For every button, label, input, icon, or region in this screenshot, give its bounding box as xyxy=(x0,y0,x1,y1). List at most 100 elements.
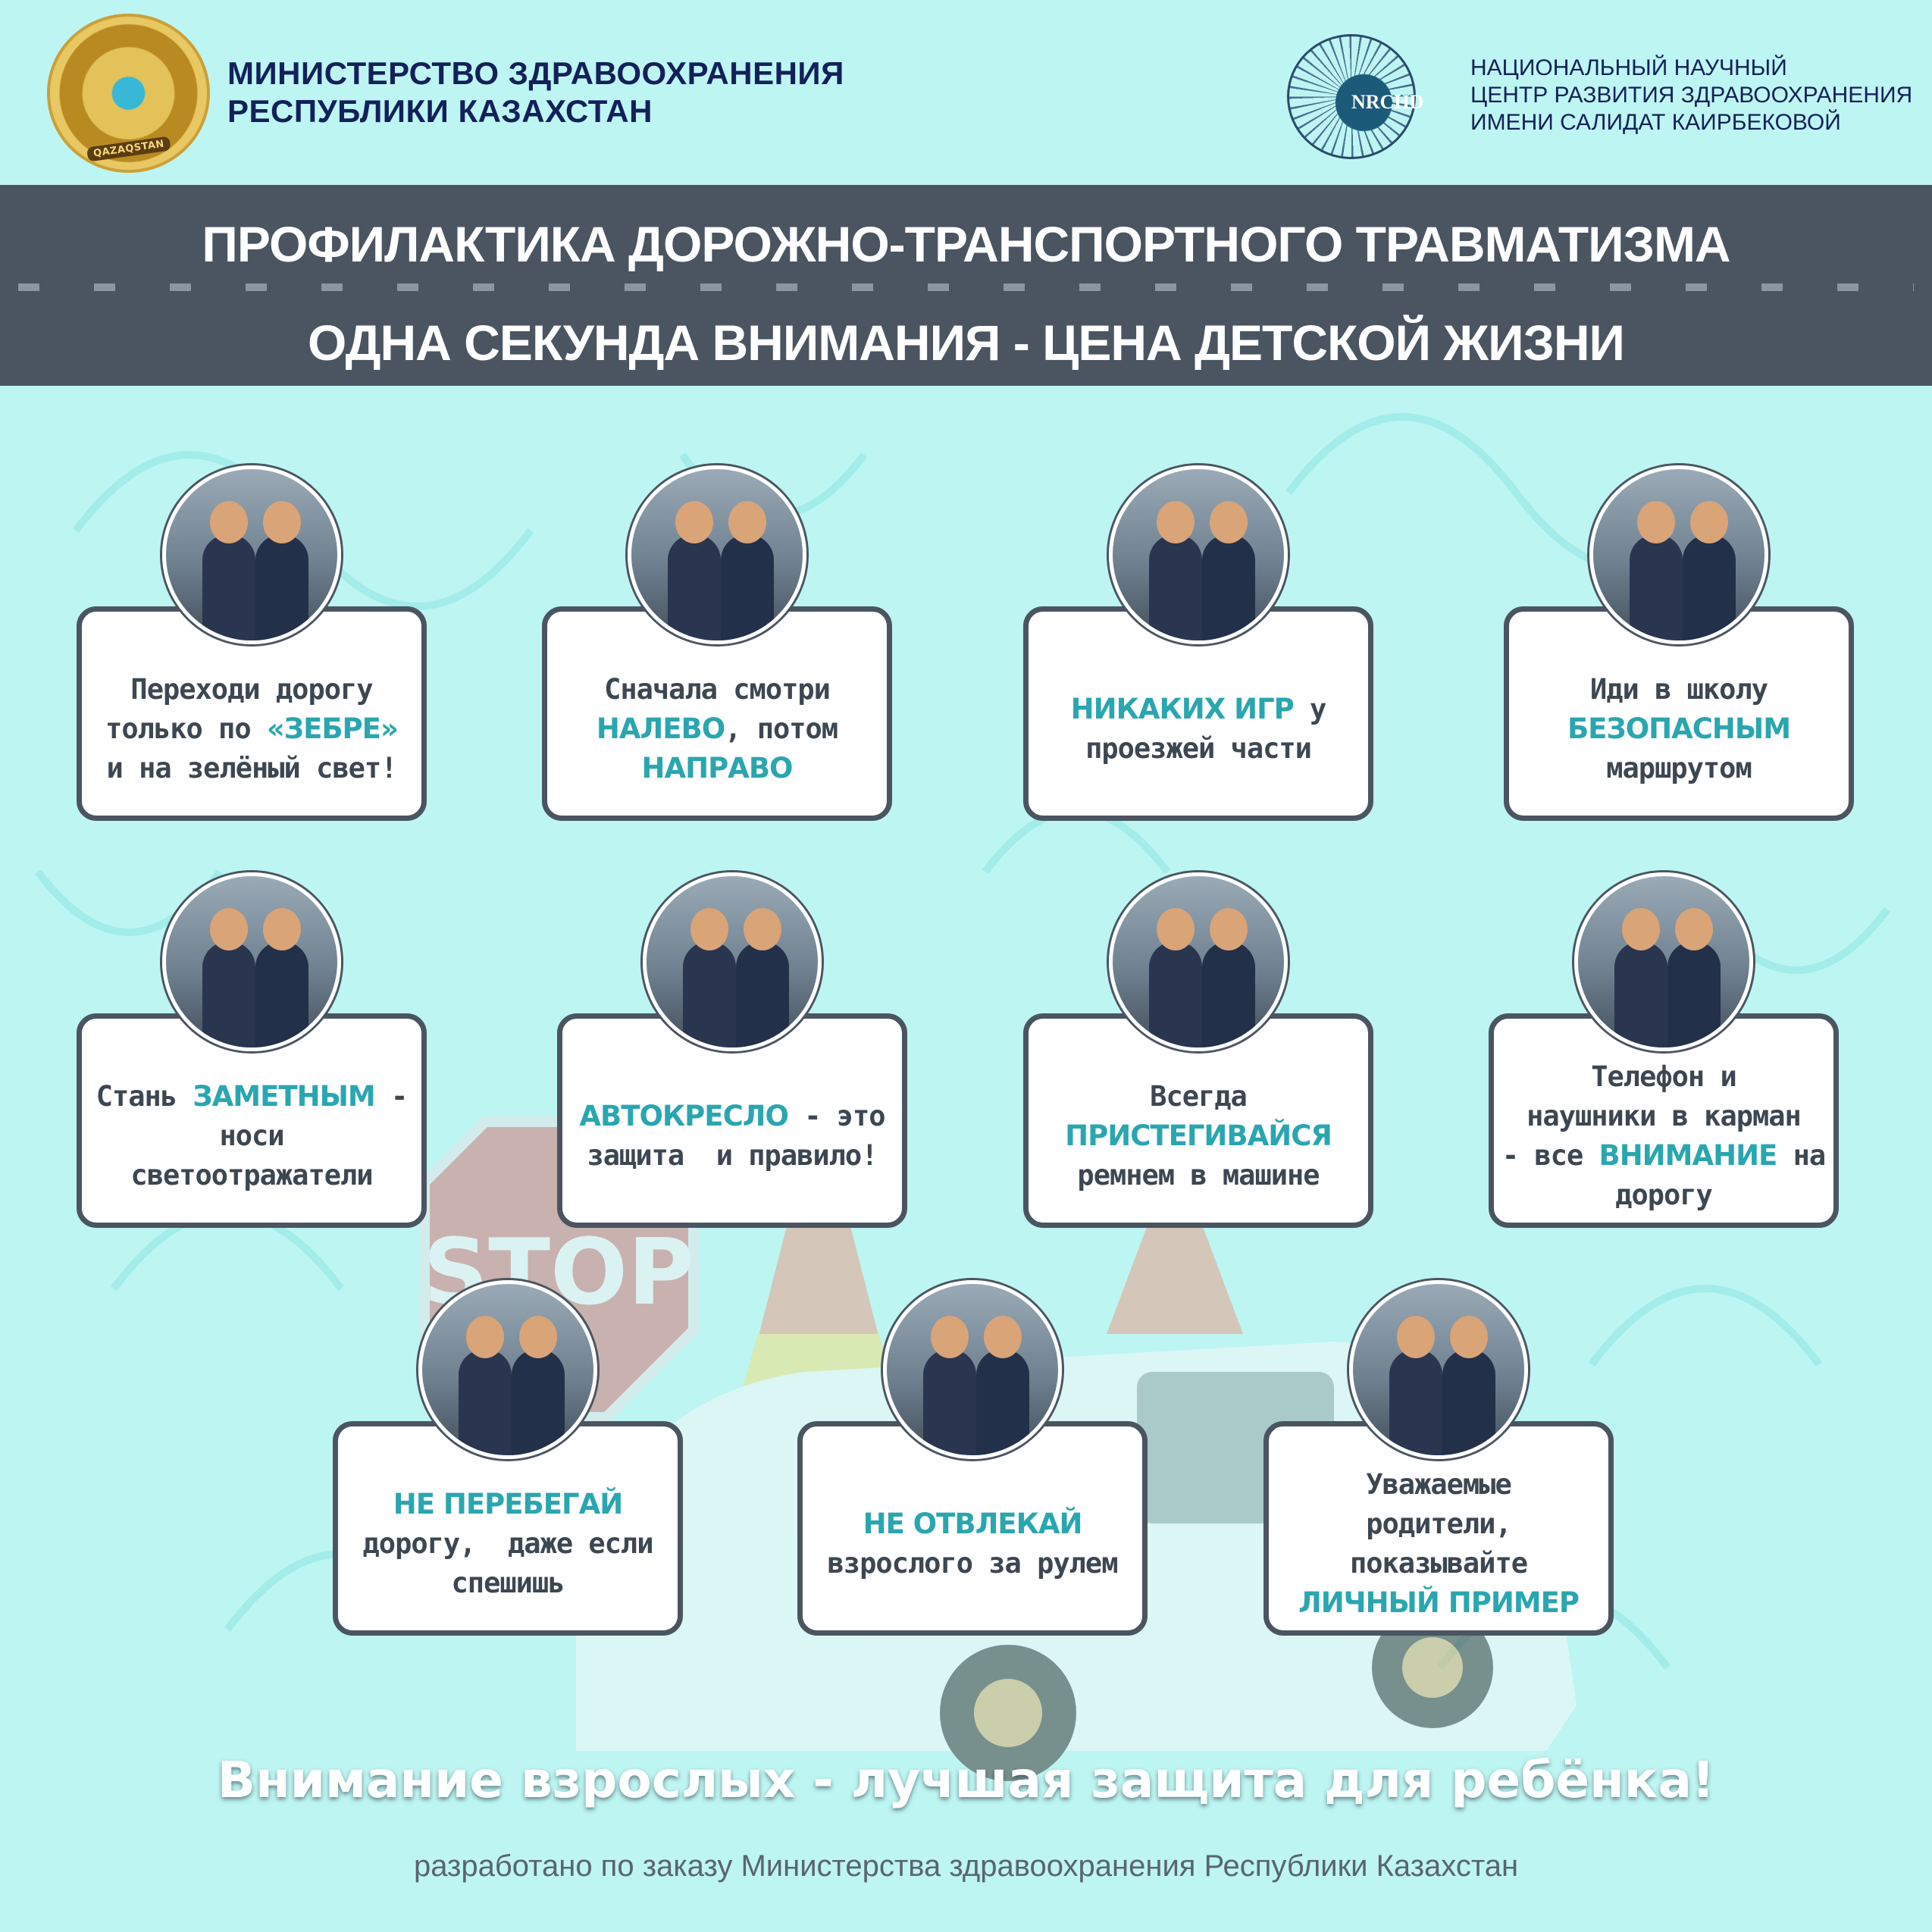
traffic-cone-icon xyxy=(1107,1213,1243,1334)
tip-line: Всегда xyxy=(1150,1077,1248,1116)
tip-text: , потом xyxy=(725,712,838,745)
tip-line: БЕЗОПАСНЫМ xyxy=(1567,709,1791,749)
tip-text: Иди в школу xyxy=(1589,672,1768,706)
tip-line: АВТОКРЕСЛО - это xyxy=(579,1097,885,1136)
no-distracting-driver-illustration xyxy=(883,1280,1062,1459)
parents-example-illustration xyxy=(1349,1280,1528,1459)
tip-card-no-running: НЕ ПЕРЕБЕГАЙ дорогу, даже если спешишь xyxy=(333,1421,683,1636)
tip-line: наушники в карман xyxy=(1526,1097,1802,1136)
tip-text: взрослого за рулем xyxy=(827,1546,1119,1580)
tip-highlight: АВТОКРЕСЛО xyxy=(579,1099,789,1132)
tip-line: НЕ ПЕРЕБЕГАЙ xyxy=(393,1485,623,1524)
tip-highlight: ЛИЧНЫЙ ПРИМЕР xyxy=(1298,1586,1580,1619)
tip-highlight: «ЗЕБРЕ» xyxy=(266,712,399,745)
nrchd-globe-logo: NRCHD xyxy=(1287,34,1423,159)
tip-line: защита и правило! xyxy=(587,1136,878,1176)
tip-line: Сначала смотри xyxy=(604,670,831,709)
look-left-right-illustration xyxy=(628,465,806,644)
center-line: ЦЕНТР РАЗВИТИЯ ЗДРАВООХРАНЕНИЯ xyxy=(1470,83,1913,108)
no-running-illustration xyxy=(418,1280,597,1459)
tip-highlight: ВНИМАНИЕ xyxy=(1599,1138,1778,1172)
center-name: НАЦИОНАЛЬНЫЙ НАУЧНЫЙ ЦЕНТР РАЗВИТИЯ ЗДРА… xyxy=(1470,55,1912,136)
tip-text: на xyxy=(1777,1138,1827,1172)
tip-text: показывайте xyxy=(1349,1546,1528,1580)
kazakhstan-emblem-logo: QAZAQSTAN xyxy=(47,14,210,173)
tip-highlight: НЕ ОТВЛЕКАЙ xyxy=(863,1507,1083,1540)
safe-route-illustration xyxy=(1589,465,1768,644)
tip-highlight: НАЛЕВО xyxy=(596,712,725,745)
tip-line: НИКАКИХ ИГР у xyxy=(1070,690,1327,729)
tip-text: носи xyxy=(219,1119,284,1152)
page-title: ПРОФИЛАКТИКА ДОРОЖНО-ТРАНСПОРТНОГО ТРАВМ… xyxy=(202,216,1730,272)
center-line: ИМЕНИ САЛИДАТ КАИРБЕКОВОЙ xyxy=(1470,110,1841,135)
tip-highlight: БЕЗОПАСНЫМ xyxy=(1567,712,1791,745)
tip-line: спешишь xyxy=(452,1564,565,1603)
tip-line: родители, xyxy=(1366,1505,1511,1544)
tip-text: дорогу, даже если xyxy=(362,1526,654,1560)
tip-text: Переходи дорогу xyxy=(130,672,373,706)
tip-text: защита и правило! xyxy=(587,1138,878,1172)
tip-text: у xyxy=(1293,692,1326,725)
tip-line: ремнем в машине xyxy=(1077,1156,1320,1195)
tip-line: дорогу, даже если xyxy=(362,1524,654,1564)
tip-line: Переходи дорогу xyxy=(130,670,373,709)
tip-text: только по xyxy=(105,712,267,745)
tip-line: маршрутом xyxy=(1606,749,1752,788)
tip-line: НЕ ОТВЛЕКАЙ xyxy=(863,1505,1083,1544)
tip-line: ЛИЧНЫЙ ПРИМЕР xyxy=(1298,1583,1580,1623)
tip-line: ПРИСТЕГИВАЙСЯ xyxy=(1065,1116,1332,1156)
no-games-illustration xyxy=(1109,465,1288,644)
ministry-name: МИНИСТЕРСТВО ЗДРАВООХРАНЕНИЯ РЕСПУБЛИКИ … xyxy=(227,55,844,130)
ministry-line: РЕСПУБЛИКИ КАЗАХСТАН xyxy=(227,93,653,129)
tip-text: светоотражатели xyxy=(130,1158,373,1191)
tip-highlight: ЗАМЕТНЫМ xyxy=(193,1079,375,1113)
tip-line: взрослого за рулем xyxy=(827,1544,1119,1583)
tip-text: спешишь xyxy=(451,1566,565,1599)
tip-line: показывайте xyxy=(1349,1544,1528,1583)
car-seat-illustration xyxy=(643,872,822,1051)
tip-line: НАПРАВО xyxy=(641,749,794,788)
tip-text: наушники в карман xyxy=(1526,1099,1802,1132)
tip-line: носи xyxy=(219,1116,284,1156)
phone-headphones-illustration xyxy=(1574,872,1753,1051)
tip-line: Иди в школу xyxy=(1590,670,1768,709)
tip-text: - xyxy=(374,1079,408,1113)
tip-line: только по «ЗЕБРЕ» xyxy=(105,709,399,749)
page-subtitle: ОДНА СЕКУНДА ВНИМАНИЯ - ЦЕНА ДЕТСКОЙ ЖИЗ… xyxy=(308,315,1625,371)
tip-text: - это xyxy=(788,1099,885,1132)
tip-line: - все ВНИМАНИЕ на xyxy=(1501,1136,1827,1176)
ministry-line: МИНИСТЕРСТВО ЗДРАВООХРАНЕНИЯ xyxy=(227,55,844,91)
road-dash-divider xyxy=(18,283,1914,291)
tip-text: Всегда xyxy=(1150,1079,1248,1113)
tip-text: Телефон и xyxy=(1591,1060,1736,1093)
tip-highlight: НАПРАВО xyxy=(641,751,794,784)
nrchd-logo-text: NRCHD xyxy=(1351,91,1424,113)
emblem-ribbon-text: QAZAQSTAN xyxy=(86,136,171,162)
tip-line: Телефон и xyxy=(1591,1057,1736,1097)
tip-text: Стань xyxy=(96,1079,193,1113)
tip-text: ремнем в машине xyxy=(1077,1158,1320,1191)
tip-line: НАЛЕВО, потом xyxy=(597,709,838,749)
footer-credit: разработано по заказу Министерства здрав… xyxy=(413,1849,1519,1883)
tip-highlight: НЕ ПЕРЕБЕГАЙ xyxy=(393,1487,623,1520)
tip-line: светоотражатели xyxy=(130,1156,373,1195)
tip-highlight: НИКАКИХ ИГР xyxy=(1070,692,1295,725)
zebra-crossing-illustration xyxy=(162,465,341,644)
tip-line: дорогу xyxy=(1615,1176,1713,1215)
title-banner: ПРОФИЛАКТИКА ДОРОЖНО-ТРАНСПОРТНОГО ТРАВМ… xyxy=(0,185,1932,386)
tip-highlight: ПРИСТЕГИВАЙСЯ xyxy=(1065,1119,1332,1152)
tip-line: и на зелёный свет! xyxy=(106,749,398,788)
tip-line: Уважаемые xyxy=(1366,1465,1511,1505)
tip-text: дорогу xyxy=(1615,1178,1713,1211)
tip-text: родители, xyxy=(1366,1507,1511,1540)
center-line: НАЦИОНАЛЬНЫЙ НАУЧНЫЙ xyxy=(1470,55,1787,80)
slogan: Внимание взрослых - лучшая защита для ре… xyxy=(217,1751,1715,1809)
tip-text: и на зелёный свет! xyxy=(106,751,398,784)
tip-text: - все xyxy=(1501,1138,1599,1172)
tip-text: Уважаемые xyxy=(1366,1467,1511,1501)
reflectors-illustration xyxy=(162,872,341,1051)
seatbelt-illustration xyxy=(1109,872,1288,1051)
